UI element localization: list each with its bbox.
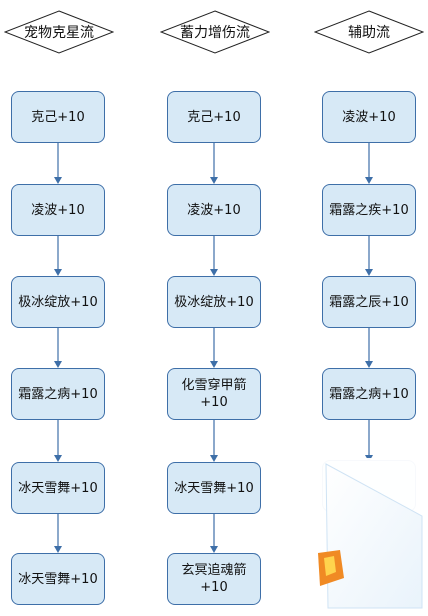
arrow-head [365, 269, 373, 276]
diamond-shape [160, 10, 270, 54]
arrow-head [54, 455, 62, 462]
flow-node: 极冰绽放+10 [11, 276, 105, 328]
flow-node: 凌波+10 [322, 91, 416, 143]
arrow-head [54, 177, 62, 184]
arrow-head [210, 177, 218, 184]
flow-node: 霜露之疾+10 [322, 184, 416, 236]
flow-node: 霜露之病+10 [11, 368, 105, 420]
flow-node: 冰天雪舞+10 [11, 553, 105, 605]
flow-node: 冰天雪舞+10 [11, 462, 105, 514]
flow-node: 克己+10 [11, 91, 105, 143]
column-header-support: 辅助流 [314, 10, 424, 54]
arrow-head [54, 361, 62, 368]
column-header-pet-counter: 宠物克星流 [4, 10, 114, 54]
flow-node: 极冰绽放+10 [167, 276, 261, 328]
arrow-head [365, 361, 373, 368]
column-header-charge-damage: 蓄力增伤流 [160, 10, 270, 54]
flow-node: 凌波+10 [167, 184, 261, 236]
flow-node: 凌波+10 [11, 184, 105, 236]
watermark-logo-icon [318, 458, 428, 616]
arrow-head [54, 269, 62, 276]
column-title: 宠物克星流 [24, 25, 94, 41]
column-title: 辅助流 [348, 25, 390, 41]
flow-node: 霜露之辰+10 [322, 276, 416, 328]
diamond-shape [314, 10, 424, 54]
flow-node: 化雪穿甲箭+10 [167, 368, 261, 420]
arrow-head [210, 455, 218, 462]
arrow-head [365, 177, 373, 184]
arrow-head [54, 546, 62, 553]
flow-node: 冰天雪舞+10 [167, 462, 261, 514]
flow-node: 克己+10 [167, 91, 261, 143]
flow-node: 霜露之病+10 [322, 368, 416, 420]
arrow-head [210, 546, 218, 553]
flow-node: 玄冥追魂箭+10 [167, 553, 261, 605]
column-title: 蓄力增伤流 [180, 25, 250, 41]
arrow-head [210, 361, 218, 368]
arrow-head [210, 269, 218, 276]
diamond-shape [4, 10, 114, 54]
